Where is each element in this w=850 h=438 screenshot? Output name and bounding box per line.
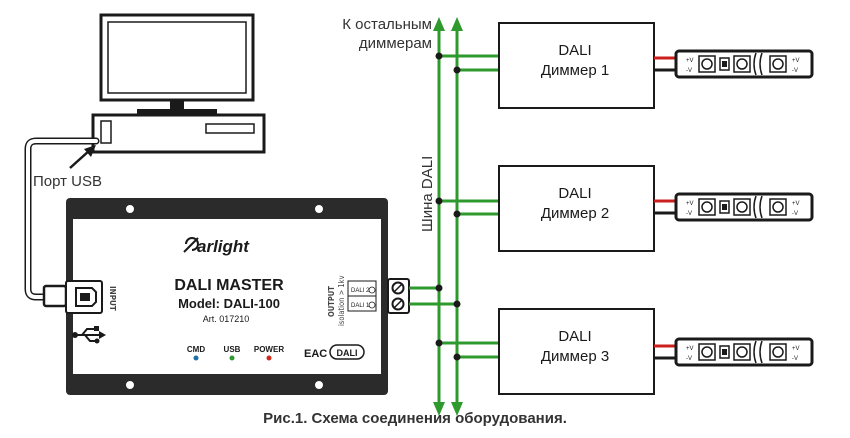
monitor bbox=[99, 13, 255, 114]
usb-plug bbox=[42, 284, 68, 308]
usb-led bbox=[229, 355, 235, 361]
computer bbox=[91, 13, 266, 154]
other-dimmers-label-line2: диммерам bbox=[359, 35, 432, 52]
led-strip-2: +V -V +V -V bbox=[674, 192, 814, 222]
strip-minus-label: -V bbox=[686, 211, 692, 217]
other-dimmers-label-line1: К остальным bbox=[342, 16, 432, 33]
input-label: INPUT bbox=[108, 286, 117, 311]
bus-arrows bbox=[433, 17, 463, 416]
led-strip-1: +V -V +V -V bbox=[674, 49, 814, 79]
figure-caption: Рис.1. Схема соединения оборудования. bbox=[263, 410, 567, 427]
mounting-hole bbox=[313, 379, 325, 391]
strip-minus-label: -V bbox=[686, 356, 692, 362]
indicator-cmd-label: CMD bbox=[187, 345, 205, 354]
output-label: OUTPUT bbox=[327, 286, 336, 317]
usb-port-label: Порт USB bbox=[33, 173, 102, 190]
logo-text: arlight bbox=[197, 237, 250, 256]
indicator-usb: USB bbox=[224, 345, 241, 361]
strip-plus-label: +V bbox=[686, 201, 694, 207]
power-led bbox=[266, 355, 272, 361]
output-terminal-labels: DALI 2 DALI 1 bbox=[347, 280, 377, 312]
strip-minus-label: -V bbox=[686, 68, 692, 74]
indicator-cmd: CMD bbox=[187, 345, 205, 361]
usb-icon bbox=[72, 326, 106, 344]
bus-arrow-down bbox=[433, 402, 445, 416]
dali-logo-text: DALI bbox=[337, 348, 358, 358]
output-terminal-block bbox=[387, 278, 410, 314]
mounting-hole bbox=[124, 379, 136, 391]
strip-plus-label: +V bbox=[686, 346, 694, 352]
strip-minus-label: -V bbox=[792, 211, 798, 217]
dimmer-3: DALI Диммер 3 bbox=[498, 308, 655, 395]
strip-plus-label: +V bbox=[792, 58, 800, 64]
dimmer-2-type: DALI bbox=[558, 185, 591, 202]
indicator-power-label: POWER bbox=[254, 345, 284, 354]
strip-minus-label: -V bbox=[792, 356, 798, 362]
dali-master-device: INPUT arlight DALI MASTER Model: DALI-10… bbox=[65, 198, 388, 395]
eac-mark: EAC bbox=[304, 348, 327, 360]
strip-plus-label: +V bbox=[686, 58, 694, 64]
led-strip-3: +V -V +V -V bbox=[674, 337, 814, 367]
terminal-dali2-label: DALI 2 bbox=[351, 288, 370, 294]
dali-bus-label: Шина DALI bbox=[419, 156, 436, 232]
strip-plus-label: +V bbox=[792, 346, 800, 352]
usb-input-socket bbox=[65, 280, 103, 314]
dimmer-1: DALI Диммер 1 bbox=[498, 22, 655, 109]
system-unit bbox=[91, 113, 266, 154]
usb-port-arrow bbox=[69, 145, 96, 169]
strip-minus-label: -V bbox=[792, 68, 798, 74]
dali-logo: DALI bbox=[329, 344, 365, 360]
dimmer-1-type: DALI bbox=[558, 42, 591, 59]
strip-cut-mark bbox=[753, 340, 763, 364]
device-title: DALI MASTER bbox=[174, 277, 284, 294]
strip-cut-mark bbox=[753, 195, 763, 219]
strip-cut-mark bbox=[753, 52, 763, 76]
strip-plus-label: +V bbox=[792, 201, 800, 207]
cmd-led bbox=[193, 355, 199, 361]
dimmer-2: DALI Диммер 2 bbox=[498, 165, 655, 252]
bus-arrow-down bbox=[451, 402, 463, 416]
indicator-power: POWER bbox=[254, 345, 284, 361]
terminal-dali1-label: DALI 1 bbox=[351, 303, 370, 309]
dimmer-3-type: DALI bbox=[558, 328, 591, 345]
device-article: Art. 017210 bbox=[203, 314, 250, 324]
dimmer-2-name: Диммер 2 bbox=[541, 205, 609, 222]
isolation-label: isolation > 1kv bbox=[337, 275, 346, 326]
dimmer-1-name: Диммер 1 bbox=[541, 62, 609, 79]
mounting-hole bbox=[313, 203, 325, 215]
mounting-hole bbox=[124, 203, 136, 215]
arlight-logo: arlight bbox=[183, 237, 250, 256]
indicator-usb-label: USB bbox=[224, 345, 241, 354]
bus-arrow-up bbox=[433, 17, 445, 31]
bus-junctions bbox=[435, 52, 461, 361]
bus-arrow-up bbox=[451, 17, 463, 31]
device-model: Model: DALI-100 bbox=[178, 296, 280, 311]
dimmer-3-name: Диммер 3 bbox=[541, 348, 609, 365]
